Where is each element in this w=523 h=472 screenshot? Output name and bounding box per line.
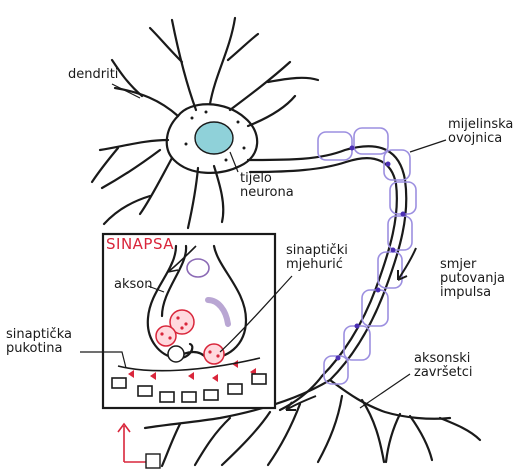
cleft-label-line1: sinaptička bbox=[6, 328, 72, 342]
cell-body-label-line2: neurona bbox=[240, 186, 294, 200]
terminals-leader bbox=[360, 374, 410, 408]
inset-pointer bbox=[118, 424, 146, 462]
vesicle-label-line1: sinaptički bbox=[286, 244, 348, 258]
inset-source-marker bbox=[146, 454, 160, 468]
dendrites-label: dendriti bbox=[68, 68, 118, 82]
cleft-label-line2: pukotina bbox=[6, 342, 62, 356]
myelin-label-line2: ovojnica bbox=[448, 132, 502, 146]
myelin-leader bbox=[410, 140, 446, 152]
direction-label-line3: impulsa bbox=[440, 286, 491, 300]
direction-label-line1: smjer bbox=[440, 258, 476, 272]
nucleus bbox=[195, 122, 233, 154]
axon-label: akson bbox=[114, 278, 152, 292]
direction-label-line2: putovanja bbox=[440, 272, 505, 286]
impulse-direction-arrow bbox=[398, 248, 416, 280]
terminals-label-line1: aksonski bbox=[414, 352, 470, 366]
terminals-label-line2: završetci bbox=[414, 366, 472, 380]
myelin-label-line1: mijelinska bbox=[448, 118, 513, 132]
synapse-title: SINAPSA bbox=[106, 237, 174, 251]
vesicle-label-line2: mjehurić bbox=[286, 258, 343, 272]
cell-body-label-line1: tijelo bbox=[240, 172, 272, 186]
